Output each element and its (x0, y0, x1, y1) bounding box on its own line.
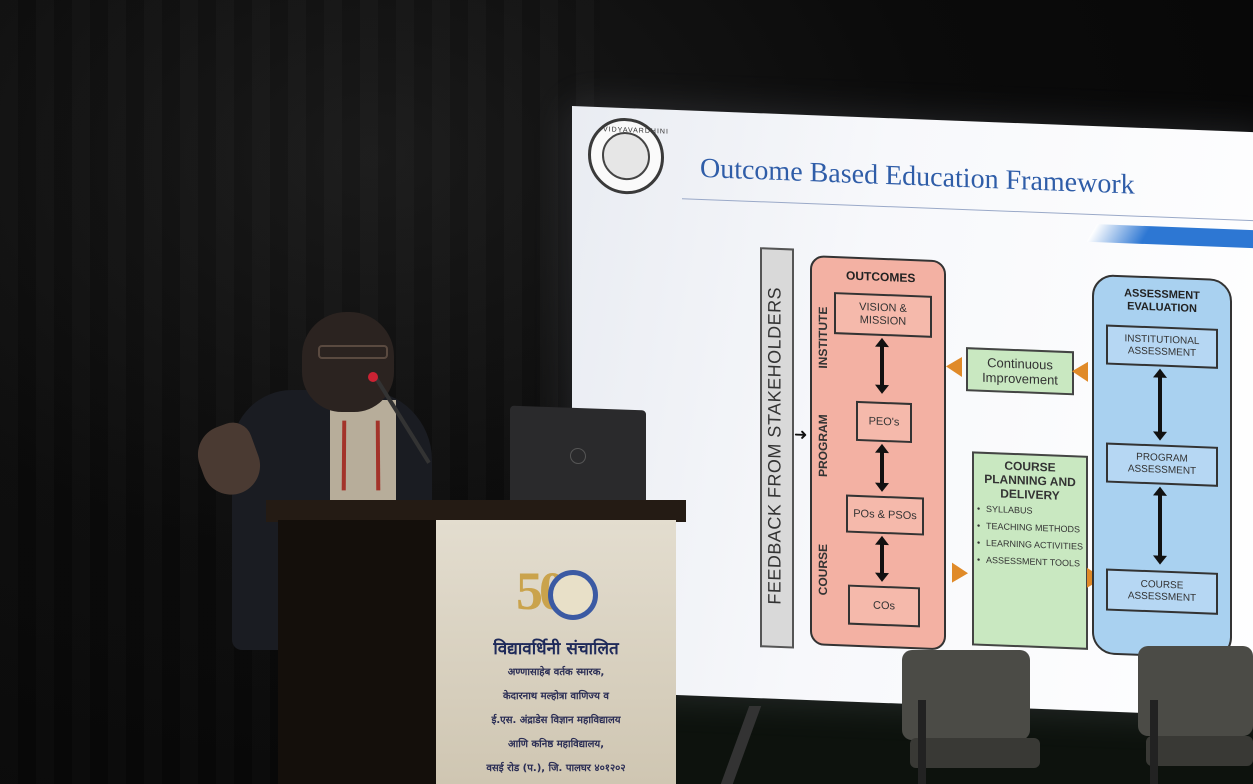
title-accent-bar (1086, 224, 1253, 249)
banner-title: विद्यावर्धिनी संचालित (493, 639, 619, 659)
feedback-label: FEEDBACK FROM STAKEHOLDERS (764, 286, 785, 606)
anniversary-emblem-icon (548, 570, 598, 620)
assessment-heading: ASSESSMENT EVALUATION (1124, 287, 1200, 316)
double-arrow-icon (1158, 494, 1162, 557)
outcomes-panel: OUTCOMES INSTITUTE PROGRAM COURSE VISION… (810, 255, 946, 651)
course-planning-item: LEARNING ACTIVITIES (986, 538, 1086, 553)
chair-arm (1150, 700, 1158, 784)
speaker-shirt (330, 400, 396, 510)
institutional-assessment-box: INSTITUTIONAL ASSESSMENT (1106, 324, 1218, 369)
speaker-lanyard (341, 420, 381, 491)
pos-psos-label: POs & PSOs (853, 507, 917, 522)
feedback-arrow-icon: ➜ (794, 426, 808, 445)
orange-arrow-left-icon (946, 356, 962, 377)
college-logo: VIDYAVARDHINI (588, 116, 669, 196)
double-arrow-icon (880, 345, 884, 386)
banner-line: आणि कनिष्ठ महाविद्यालय, (507, 739, 604, 750)
microphone-icon (368, 372, 378, 382)
banner-line: अण्णासाहेब वर्तक स्मारक, (507, 667, 605, 678)
course-planning-box: COURSE PLANNING AND DELIVERY SYLLABUS TE… (972, 451, 1088, 650)
course-assessment-label: COURSE ASSESSMENT (1127, 578, 1197, 604)
orange-arrow-left-icon (1072, 361, 1088, 382)
banner-line: वसई रोड (प.), जि. पालघर ४०१२०२ (486, 763, 626, 774)
program-assessment-label: PROGRAM ASSESSMENT (1127, 451, 1197, 477)
vision-mission-box: VISION & MISSION (834, 292, 932, 338)
continuous-improvement-label: Continuous Improvement (982, 354, 1058, 388)
chair-arm (918, 700, 926, 784)
double-arrow-icon (880, 451, 884, 484)
chair-seat (910, 738, 1040, 768)
level-course: COURSE (816, 543, 830, 596)
double-arrow-icon (880, 543, 884, 574)
peo-box: PEO's (856, 400, 912, 444)
pos-psos-box: POs & PSOs (846, 494, 924, 536)
level-institute: INSTITUTE (816, 306, 830, 369)
program-assessment-box: PROGRAM ASSESSMENT (1106, 442, 1218, 487)
course-planning-item: ASSESSMENT TOOLS (986, 555, 1086, 570)
slide-title: Outcome Based Education Framework (700, 152, 1135, 201)
cos-label: COs (873, 599, 895, 612)
speaker-glasses (318, 345, 388, 359)
double-arrow-icon (1158, 376, 1162, 433)
level-program: PROGRAM (816, 414, 830, 478)
laptop (510, 405, 646, 511)
logo-emblem-icon (602, 131, 650, 181)
course-planning-item: TEACHING METHODS (986, 521, 1086, 536)
podium-top (266, 500, 686, 522)
course-assessment-box: COURSE ASSESSMENT (1106, 568, 1218, 615)
peo-label: PEO's (868, 414, 900, 429)
outcomes-heading: OUTCOMES (846, 268, 916, 286)
podium-banner: 50 विद्यावर्धिनी संचालित अण्णासाहेब वर्त… (436, 520, 676, 784)
chair-seat (1146, 736, 1253, 766)
continuous-improvement-box: Continuous Improvement (966, 347, 1074, 396)
orange-arrow-right-icon (952, 562, 968, 584)
vision-mission-label: VISION & MISSION (859, 301, 907, 328)
course-planning-list: SYLLABUS TEACHING METHODS LEARNING ACTIV… (974, 503, 1086, 569)
podium-side (278, 520, 438, 784)
title-divider (682, 198, 1253, 222)
cos-box: COs (848, 584, 920, 628)
laptop-logo-icon (570, 447, 586, 465)
speaker-head (302, 312, 394, 412)
banner-line: केदारनाथ मल्होत्रा वाणिज्य व (503, 691, 609, 702)
course-planning-heading: COURSE PLANNING AND DELIVERY (984, 458, 1076, 503)
banner-line: ई.एस. अंद्राडेस विज्ञान महाविद्यालय (491, 715, 621, 726)
assessment-panel: ASSESSMENT EVALUATION INSTITUTIONAL ASSE… (1092, 273, 1232, 660)
institutional-assessment-label: INSTITUTIONAL ASSESSMENT (1124, 333, 1200, 359)
